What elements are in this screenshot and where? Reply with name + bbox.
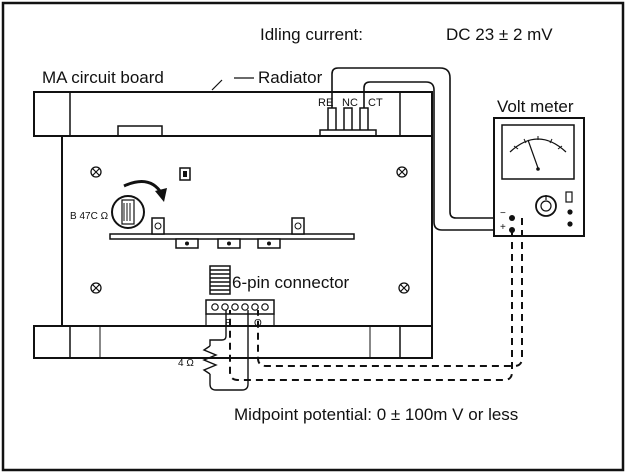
meter-needle (527, 139, 539, 169)
meter-dial-window (501, 124, 575, 180)
meter-switch (565, 191, 573, 203)
board-leader-line (211, 79, 223, 91)
rail-tab-left (151, 217, 165, 235)
volt-meter-label: Volt meter (497, 97, 574, 116)
meter-input-minus (509, 215, 515, 221)
terminal-re: RE (318, 97, 333, 109)
transistor (217, 238, 241, 249)
screw-icon (90, 166, 102, 178)
terminal-e: E (225, 318, 232, 329)
connector-label: 6-pin connector (232, 273, 350, 292)
midpoint-caption: Midpoint potential: 0 ± 100m V or less (234, 405, 518, 424)
lead-ct (363, 81, 508, 231)
meter-jack-top (567, 209, 573, 215)
range-knob-icon (535, 195, 557, 217)
radiator-clip (117, 125, 163, 137)
rotate-arrowhead (155, 188, 167, 202)
header-pins (211, 303, 269, 311)
meter-plus-sign: + (500, 222, 506, 233)
board-label: MA circuit board (42, 68, 164, 87)
connector-block (209, 265, 231, 295)
lead-dashed-outer (229, 230, 513, 381)
radiator-bottom (33, 325, 433, 359)
meter-dial-ticks (513, 136, 563, 150)
transistor (257, 238, 281, 249)
circuit-board (61, 135, 433, 327)
terminal-nc: NC (342, 97, 358, 109)
screw-icon (396, 166, 408, 178)
screw-icon (398, 282, 410, 294)
load-wire-o (209, 310, 249, 391)
variable-resistor (111, 195, 145, 229)
screw-icon (90, 282, 102, 294)
load-wire-e (209, 310, 227, 346)
resistor-value-label: B 47C Ω (70, 211, 109, 222)
idling-current-label: Idling current: (260, 25, 363, 44)
meter-jack-bottom (567, 221, 573, 227)
small-component-core (183, 171, 187, 177)
load-value-label: 4 Ω (178, 358, 194, 369)
lead-re (331, 67, 508, 219)
load-resistor-zigzag (202, 345, 218, 375)
rail-tab-right (291, 217, 305, 235)
lead-dashed-inner (257, 218, 523, 367)
transistor (175, 238, 199, 249)
radiator-label: Radiator (258, 68, 323, 87)
terminal-ct: CT (368, 97, 383, 109)
idling-current-value: DC 23 ± 2 mV (446, 25, 553, 44)
meter-minus-sign: − (500, 208, 506, 219)
